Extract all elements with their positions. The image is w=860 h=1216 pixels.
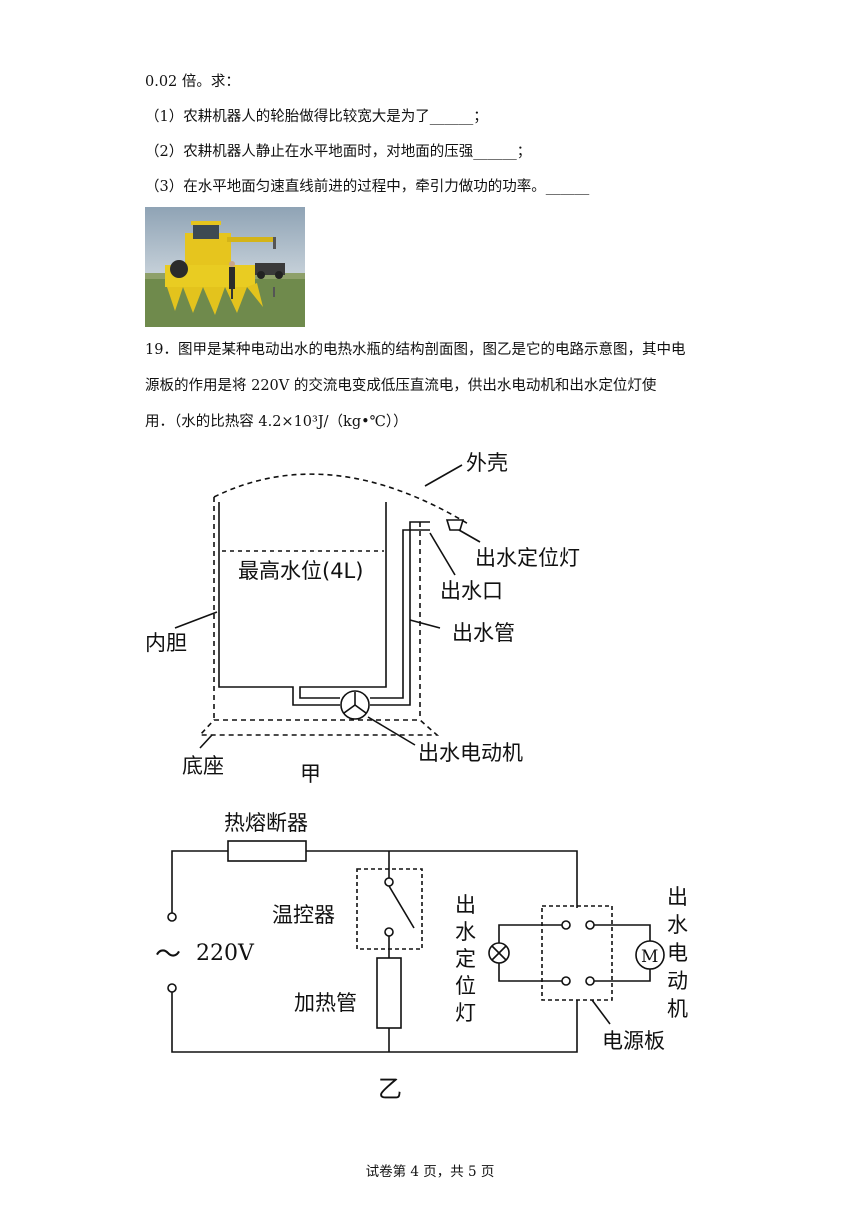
- prev-question-item-1: （1）农耕机器人的轮胎做得比较宽大是为了______；: [145, 109, 488, 125]
- q19-line-3: 用．（水的比热容 4.2×10³J/（kg•℃））: [145, 414, 408, 430]
- label-shell: 外壳: [466, 451, 508, 475]
- fuse-symbol: [227, 840, 307, 862]
- svg-text:灯: 灯: [455, 1001, 476, 1025]
- label-outlet: 出水口: [440, 579, 503, 603]
- label-position-lamp: 出水定位灯: [475, 546, 580, 570]
- label-pipe: 出水管: [452, 621, 515, 645]
- label-liner: 内胆: [145, 631, 187, 655]
- label-lamp-vertical: 出 水 定 位 灯: [455, 893, 476, 1025]
- harvester-photo: [145, 207, 305, 327]
- page-footer: 试卷第 4 页，共 5 页: [365, 1164, 495, 1180]
- q19-line-2: 源板的作用是将 220V 的交流电变成低压直流电，供出水电动机和出水定位灯使: [145, 378, 657, 394]
- svg-text:位: 位: [455, 974, 476, 998]
- figure-yi: 热熔断器 温控器 ～ 220V 加热管 出 水 定 位 灯 出 水 电 动 机 …: [155, 811, 688, 1103]
- ac-symbol: ～: [155, 940, 181, 970]
- svg-text:动: 动: [667, 969, 688, 993]
- prev-question-item-2: （2）农耕机器人静止在水平地面时，对地面的压强______；: [145, 144, 532, 160]
- label-thermostat: 温控器: [272, 903, 335, 927]
- svg-text:机: 机: [667, 997, 688, 1021]
- svg-text:出: 出: [455, 893, 476, 917]
- svg-text:电: 电: [667, 941, 688, 965]
- label-heater: 加热管: [294, 991, 357, 1015]
- motor-symbol-circuit: [635, 940, 665, 970]
- label-power-board: 电源板: [602, 1029, 665, 1053]
- outlet-pipe: [370, 521, 430, 706]
- label-max-level: 最高水位(4L): [238, 559, 363, 583]
- liner-outline: [218, 502, 340, 706]
- svg-text:定: 定: [455, 947, 476, 971]
- prev-question-item-3: （3）在水平地面匀速直线前进的过程中，牵引力做功的功率。______: [145, 179, 590, 195]
- caption-yi: 乙: [378, 1075, 402, 1103]
- circuit-top-wire: [171, 850, 228, 913]
- label-motor-vertical: 出 水 电 动 机: [667, 885, 688, 1021]
- caption-jia: 甲: [300, 762, 321, 786]
- label-fuse: 热熔断器: [224, 811, 308, 835]
- motor-letter: M: [641, 947, 658, 967]
- shell-outline: [213, 473, 471, 526]
- prev-question-tail: 0.02 倍。求：: [145, 74, 240, 90]
- heater-symbol: [376, 957, 402, 1029]
- q19-line-1: 19．图甲是某种电动出水的电热水瓶的结构剖面图，图乙是它的电路示意图，其中电: [145, 342, 686, 358]
- svg-text:水: 水: [667, 913, 688, 937]
- motor-symbol: [340, 690, 370, 720]
- label-voltage: 220V: [196, 941, 255, 966]
- power-board-box: [541, 905, 613, 1001]
- svg-text:出: 出: [667, 885, 688, 909]
- label-motor: 出水电动机: [418, 741, 523, 765]
- svg-text:水: 水: [455, 920, 476, 944]
- lamp-symbol: [488, 942, 510, 964]
- label-base: 底座: [182, 754, 224, 778]
- base-outline: [198, 719, 440, 736]
- circuit-bottom-wire: [171, 992, 578, 1053]
- position-lamp-symbol: [445, 519, 465, 531]
- figure-jia: 外壳 出水定位灯 最高水位(4L) 出水口 内胆 出水管 底座 出水电动机 甲: [145, 451, 580, 786]
